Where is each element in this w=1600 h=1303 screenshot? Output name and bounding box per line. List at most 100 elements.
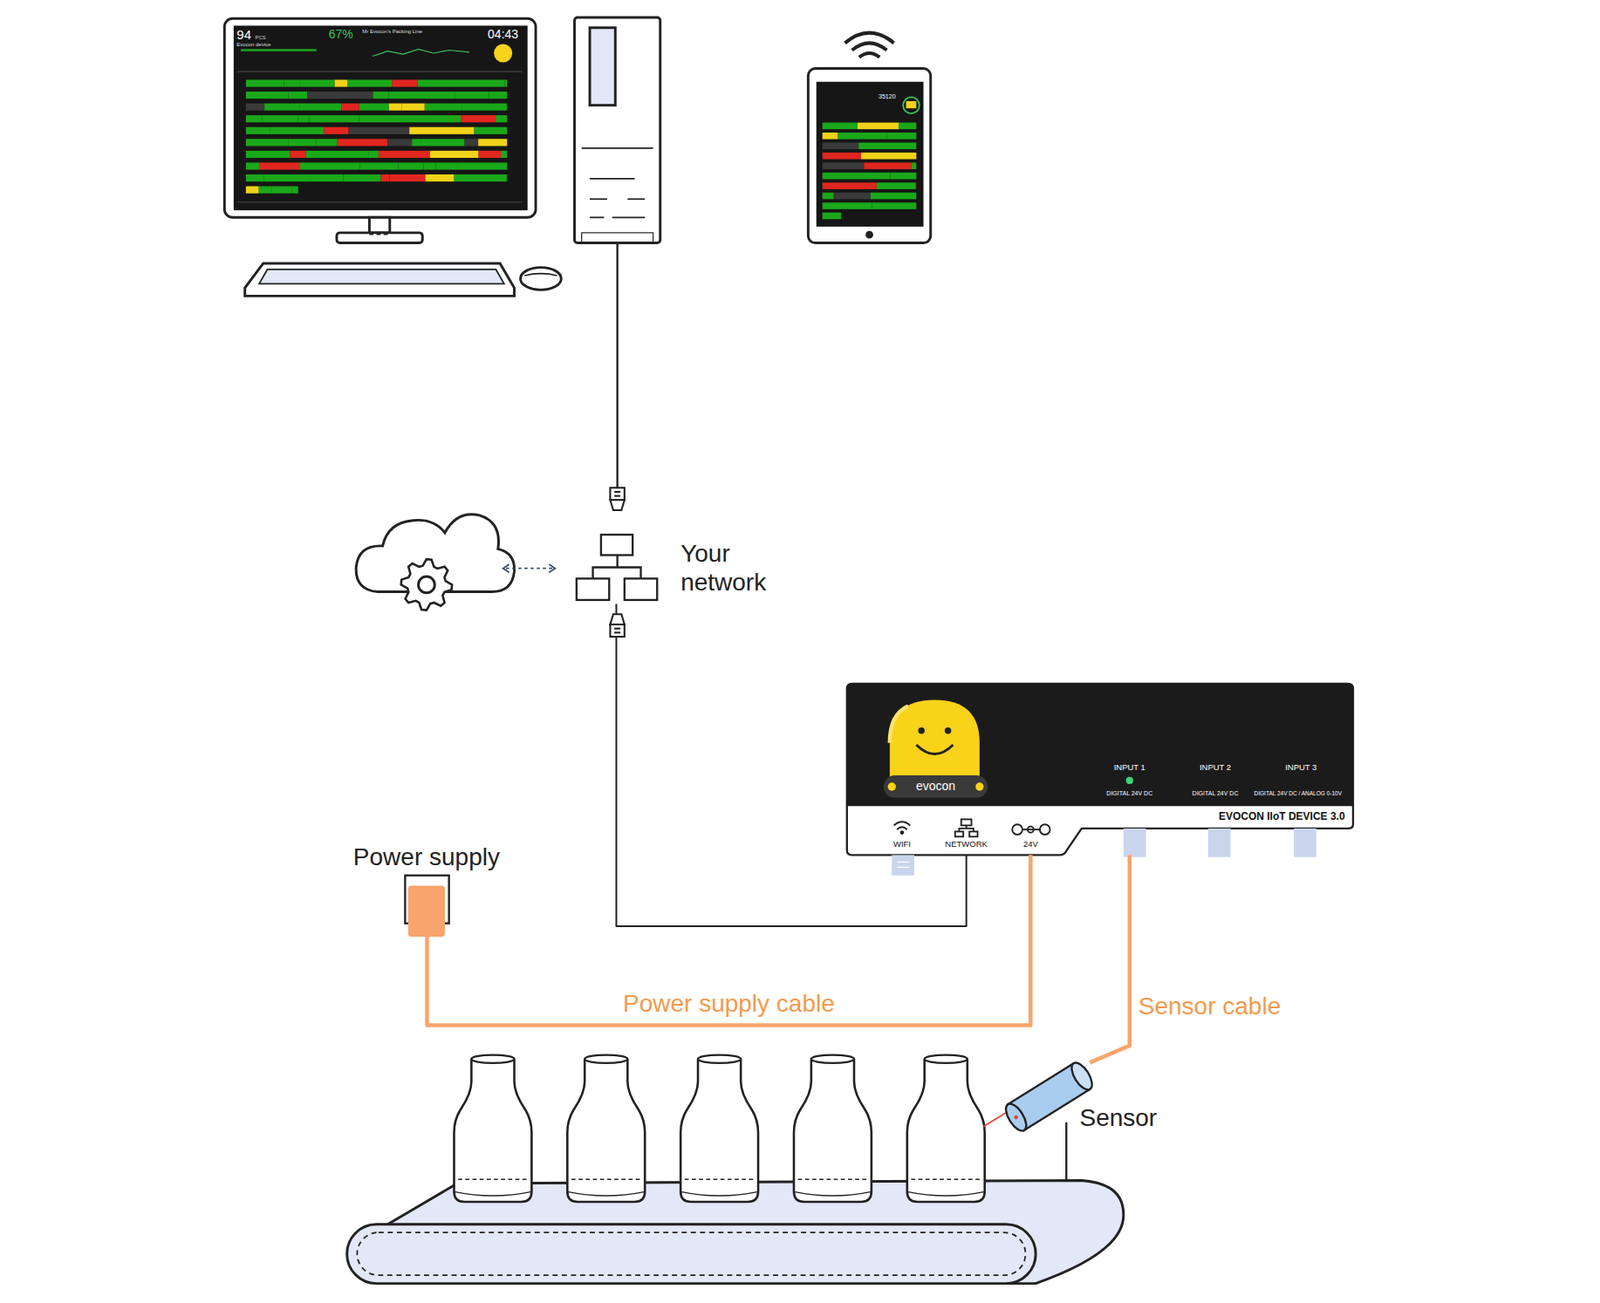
screen-bars — [310, 174, 344, 182]
tablet-bars — [910, 162, 917, 170]
network-plug — [609, 487, 624, 500]
screen-bars — [409, 127, 474, 135]
evocon-device — [917, 727, 924, 734]
device-label: NETWORK — [944, 840, 988, 849]
power-supply: Power supply — [404, 875, 449, 937]
tablet-bars — [822, 172, 891, 180]
pc-tower — [589, 198, 608, 200]
screen-bars — [299, 79, 335, 87]
screen-bars — [307, 91, 373, 99]
device-label: INPUT 2 — [1199, 762, 1231, 772]
evocon-device — [944, 727, 951, 734]
evocon-device — [847, 683, 1354, 856]
network-plug — [614, 491, 621, 493]
screen-bars — [389, 103, 403, 111]
screen-bars — [360, 162, 399, 170]
screen-bars — [315, 138, 337, 146]
pc-tower — [589, 177, 635, 180]
bottles — [924, 1055, 968, 1064]
evocon-device — [847, 683, 1354, 876]
power-outlet — [408, 885, 445, 937]
evocon-device — [896, 827, 908, 830]
screen-bars — [402, 103, 425, 111]
pc-tower — [589, 27, 616, 106]
screen-bars — [323, 127, 349, 135]
screen-bars — [272, 186, 292, 194]
evocon-device — [894, 821, 911, 826]
sensor-node: Sensor — [998, 1060, 1096, 1104]
screen-bars — [246, 79, 507, 193]
network-icon — [593, 567, 642, 580]
tablet — [816, 82, 924, 227]
screen-bars — [455, 91, 490, 99]
evocon-device — [975, 782, 984, 791]
screen-bars — [411, 138, 421, 146]
tablet-bars — [822, 152, 862, 160]
node-label: Your network — [680, 540, 783, 596]
evocon-device — [1123, 828, 1147, 858]
monitor — [336, 232, 423, 244]
bottles — [453, 1191, 532, 1197]
tablet-bars — [915, 182, 917, 190]
tablet-bars — [870, 192, 917, 200]
sensor — [1067, 1059, 1096, 1094]
keyboard — [524, 273, 557, 276]
evocon-device — [955, 831, 964, 837]
evocon-device — [901, 831, 904, 835]
screen-bars — [348, 127, 411, 135]
screen-bars — [454, 174, 507, 182]
screen-bars — [387, 138, 412, 146]
screen-bars — [300, 162, 361, 170]
bottles — [680, 1191, 759, 1197]
network-icon — [601, 534, 633, 555]
screen-bars — [284, 79, 300, 87]
screen-bars — [417, 79, 465, 87]
tablet-bars — [858, 142, 917, 150]
pc-tower — [612, 216, 645, 219]
network-icon — [576, 578, 609, 601]
screen-bars — [369, 150, 379, 158]
screen-bars — [259, 162, 301, 170]
screen-bars — [308, 115, 359, 123]
screen-bars — [246, 127, 271, 135]
screen-bars — [270, 127, 325, 135]
monitor — [236, 201, 522, 203]
tablet — [902, 96, 920, 114]
screen-text: Evocon device — [236, 41, 271, 48]
screen-bars — [430, 150, 479, 158]
screen-bars — [495, 115, 507, 123]
evocon-device — [1208, 828, 1231, 858]
screen-bars — [291, 186, 299, 194]
evocon-device — [1022, 828, 1041, 831]
power-outlet — [404, 875, 449, 937]
screen-bars — [489, 91, 508, 99]
tablet-bars — [822, 123, 858, 130]
screen-bars — [341, 103, 360, 111]
sensor — [984, 1059, 1097, 1183]
cable-label: Sensor cable — [1138, 993, 1281, 1021]
network-wire — [615, 243, 618, 491]
bottles — [567, 1059, 645, 1203]
screen-bars — [388, 91, 455, 99]
bottles — [798, 1179, 869, 1181]
tablet — [807, 33, 930, 244]
screen-bars — [246, 115, 263, 123]
screen-bars — [246, 79, 285, 87]
tablet — [852, 42, 888, 50]
evocon-device — [1293, 828, 1317, 858]
screen-text: PCS — [254, 34, 266, 42]
monitor — [369, 217, 390, 233]
screen-bars — [424, 174, 454, 182]
tablet-bars — [822, 192, 835, 200]
keyboard — [259, 269, 505, 284]
evocon-device — [883, 775, 988, 799]
keyboard — [520, 267, 562, 291]
screen-bars — [461, 103, 507, 111]
evocon-device — [1039, 824, 1051, 835]
monitor — [233, 25, 528, 211]
evocon-device — [1126, 777, 1134, 785]
screen-bars — [381, 174, 390, 182]
